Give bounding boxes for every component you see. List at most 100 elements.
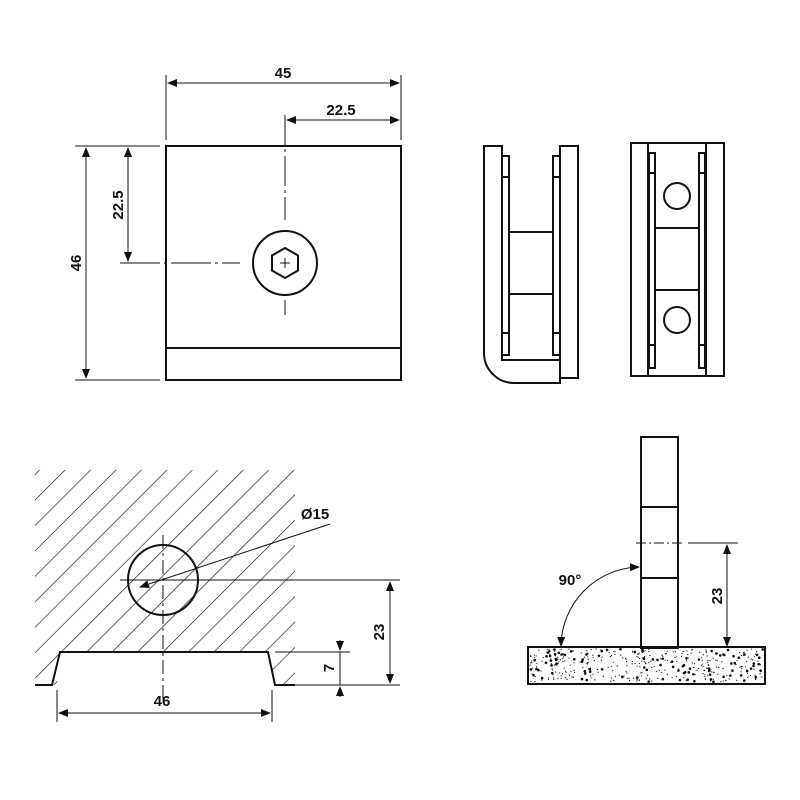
speckle-dot: [595, 648, 597, 650]
speckle-dot: [586, 662, 588, 664]
speckle-dot: [759, 669, 763, 673]
speckle-dot: [707, 661, 709, 663]
speckle-dot: [674, 651, 676, 653]
speckle-dot: [534, 680, 536, 683]
speckle-dot: [685, 671, 687, 674]
speckle-dot: [733, 661, 737, 665]
speckle-dot: [545, 655, 548, 658]
speckle-dot: [691, 672, 695, 676]
side-view: [483, 145, 579, 384]
speckle-dot: [593, 660, 595, 662]
speckle-dot: [600, 668, 604, 671]
speckle-dot: [573, 669, 575, 672]
speckle-dot: [685, 660, 688, 662]
speckle-dot: [553, 652, 557, 656]
speckle-dot: [704, 675, 706, 678]
speckle-dot: [706, 655, 708, 657]
speckle-dot: [618, 674, 620, 676]
speckle-dot: [625, 661, 628, 663]
speckle-dot: [568, 657, 570, 659]
speckle-dot: [530, 655, 532, 658]
speckle-dot: [712, 657, 714, 659]
speckle-dot: [610, 680, 612, 682]
speckle-dot: [540, 670, 542, 672]
speckle-dot: [563, 653, 567, 657]
speckle-dot: [597, 654, 601, 658]
speckle-dot: [705, 650, 708, 652]
speckle-dot: [693, 663, 696, 665]
speckle-dot: [641, 672, 643, 674]
speckle-dot: [660, 658, 662, 660]
speckle-dot: [535, 655, 537, 657]
dim-half-height: 22.5: [110, 190, 127, 219]
speckle-dot: [564, 660, 566, 662]
speckle-dot: [529, 668, 533, 671]
speckle-dot: [638, 679, 640, 681]
speckle-dot: [557, 658, 559, 660]
speckle-dot: [631, 650, 634, 653]
speckle-dot: [616, 665, 618, 667]
speckle-dot: [711, 671, 713, 673]
speckle-dot: [529, 664, 531, 666]
speckle-dot: [660, 671, 662, 673]
screw-hole: [252, 230, 318, 296]
speckle-dot: [718, 654, 722, 657]
speckle-dot: [720, 680, 722, 683]
speckle-dot: [739, 666, 741, 668]
dim-width-45: 45: [275, 65, 292, 82]
speckle-dot: [554, 655, 556, 657]
speckle-dot: [592, 656, 594, 659]
speckle-dot: [715, 659, 717, 661]
speckle-dot: [746, 672, 749, 674]
speckle-dot: [716, 660, 718, 662]
speckle-dot: [745, 669, 749, 673]
speckle-dot: [531, 673, 533, 675]
speckle-dot: [701, 657, 703, 659]
speckle-dot: [583, 672, 585, 675]
speckle-dot: [682, 650, 684, 653]
speckle-dot: [746, 649, 748, 651]
speckle-dot: [677, 669, 680, 672]
speckle-dot: [562, 658, 564, 660]
speckle-dot: [548, 654, 552, 658]
speckle-dot: [702, 663, 704, 665]
speckle-dot: [530, 680, 532, 682]
speckle-dot: [620, 654, 622, 656]
speckle-dot: [726, 648, 730, 652]
speckle-dot: [587, 656, 589, 658]
speckle-dot: [705, 649, 707, 651]
speckle-dot: [573, 662, 575, 664]
speckle-dot: [643, 661, 645, 663]
speckle-dot: [678, 668, 680, 670]
speckle-dot: [707, 674, 709, 676]
speckle-dot: [540, 676, 544, 680]
speckle-dot: [596, 668, 599, 671]
speckle-dot: [713, 671, 715, 674]
speckle-dot: [740, 668, 743, 670]
speckle-dot: [641, 648, 644, 651]
speckle-dot: [546, 648, 548, 650]
speckle-dot: [538, 649, 540, 651]
speckle-dot: [582, 667, 584, 669]
speckle-dot: [626, 677, 628, 680]
speckle-dot: [587, 663, 589, 665]
speckle-dot: [739, 651, 741, 654]
speckle-dot: [659, 663, 662, 667]
speckle-dot: [585, 653, 588, 656]
speckle-dot: [647, 680, 650, 683]
speckle-dot: [558, 661, 560, 663]
speckle-dot: [547, 678, 550, 681]
speckle-dot: [570, 670, 572, 672]
speckle-dot: [583, 669, 587, 673]
speckle-dot: [619, 647, 622, 651]
speckle-dot: [666, 659, 669, 661]
speckle-dot: [632, 677, 635, 679]
speckle-dot: [638, 652, 640, 654]
speckle-dot: [761, 648, 764, 651]
speckle-dot: [665, 652, 668, 654]
speckle-dot: [621, 677, 624, 679]
speckle-dot: [715, 652, 718, 655]
speckle-dot: [674, 656, 676, 658]
